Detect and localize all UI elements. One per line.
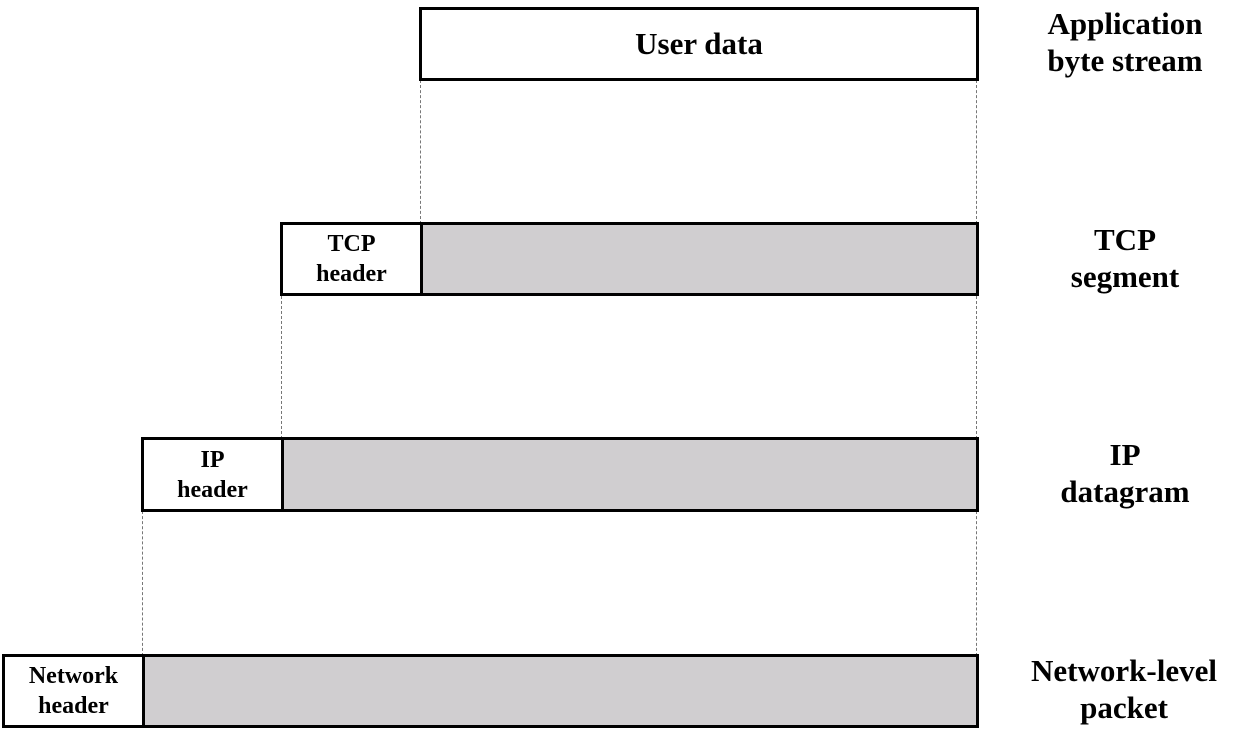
application-layer-label: Application byte stream [1047, 6, 1203, 78]
tcp-segment-label: TCP segment [1070, 222, 1180, 294]
tcp-header-label: TCP header [316, 231, 387, 287]
tcp-header-box: TCP header [280, 222, 423, 296]
user-data-label: User data [635, 26, 763, 61]
guide-ip-datagram-right [976, 511, 977, 656]
user-data-box: User data [419, 7, 979, 81]
guide-tcp-segment-left [281, 296, 282, 439]
network-packet-label: Network-level packet [1031, 653, 1217, 725]
guide-tcp-segment-right [976, 296, 977, 439]
tcp-payload-box [420, 222, 979, 296]
network-header-label: Network header [28, 663, 119, 719]
guide-user-data-right [976, 80, 977, 224]
ip-header-box: IP header [141, 437, 284, 512]
ip-datagram-label: IP datagram [1060, 437, 1190, 509]
ip-header-label: IP header [177, 446, 248, 503]
network-header-box: Network header [2, 654, 145, 728]
guide-ip-datagram-left [142, 511, 143, 656]
guide-user-data-left [420, 80, 421, 224]
ip-payload-box [281, 437, 979, 512]
network-payload-box [142, 654, 979, 728]
